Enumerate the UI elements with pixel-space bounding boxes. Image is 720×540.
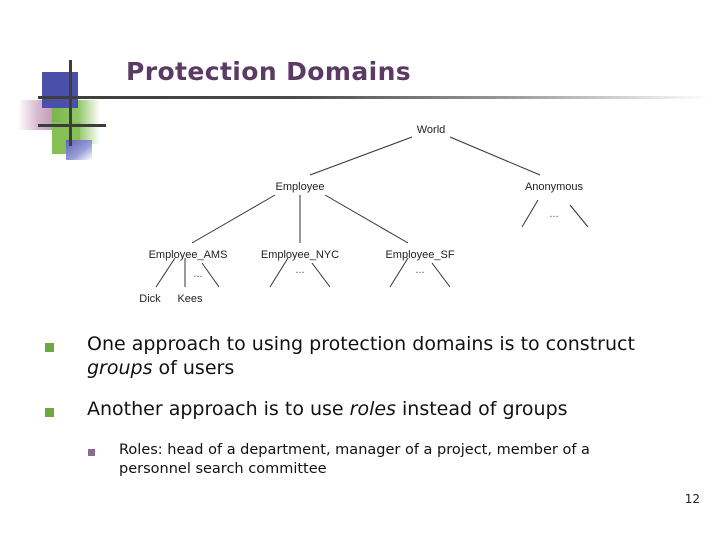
bullet-text-1-part-2: of users	[152, 357, 235, 380]
tree-ellipsis-ams: ...	[193, 268, 202, 280]
page-title: Protection Domains	[126, 57, 412, 86]
bullet-text-2-part-2: instead of groups	[395, 397, 568, 420]
tree-node-employee-ams: Employee_AMS	[149, 249, 228, 261]
tree-node-dick: Dick	[139, 293, 161, 305]
title-divider	[38, 96, 710, 99]
tree-node-kees: Kees	[177, 293, 203, 305]
tree-ellipsis-sf: ...	[415, 264, 424, 276]
logo-horizontal-line	[38, 124, 106, 127]
tree-node-employee-nyc: Employee_NYC	[261, 249, 339, 261]
edge-employee-ams	[191, 194, 276, 244]
edge-sf-child-left	[389, 257, 409, 288]
tree-node-employee-sf: Employee_SF	[385, 249, 454, 261]
bullet-text-3: Roles: head of a department, manager of …	[119, 441, 590, 477]
slide-logo-mark	[0, 28, 130, 160]
edge-employee-sf	[324, 194, 409, 244]
logo-blue-square-shape	[42, 72, 78, 108]
bullet-text-2-part-0: Another approach is to use	[87, 397, 350, 420]
edge-nyc-child-right	[311, 262, 331, 288]
protection-domain-tree-diagram: World Employee Anonymous Employee_AMS Em…	[120, 115, 720, 305]
tree-ellipsis-anonymous: ...	[549, 208, 558, 220]
bullet-text-1-part-0: One approach to using protection domains…	[87, 333, 635, 355]
list-item: Another approach is to use roles instead…	[45, 397, 720, 421]
edge-ams-dick	[155, 257, 176, 288]
tree-ellipsis-nyc: ...	[295, 264, 304, 276]
edge-world-employee	[309, 136, 413, 176]
edge-world-anonymous	[449, 136, 541, 176]
edge-anonymous-child-left	[521, 199, 539, 228]
edge-sf-child-right	[431, 262, 451, 288]
green-square-bullet-icon	[45, 343, 54, 352]
bullet-text-1: One approach to using protection domains…	[87, 332, 699, 381]
list-item: Roles: head of a department, manager of …	[88, 441, 720, 479]
purple-square-bullet-icon	[88, 448, 95, 456]
list-item: One approach to using protection domains…	[45, 332, 720, 381]
page-number: 12	[684, 492, 700, 506]
edge-ams-more	[201, 262, 220, 288]
bullet-text-2: Another approach is to use roles instead…	[87, 397, 568, 421]
bullet-text-1-emphasis: groups	[87, 357, 153, 380]
logo-blue-gradient-shape	[66, 140, 92, 160]
edge-anonymous-child-right	[569, 204, 589, 228]
tree-node-employee: Employee	[276, 181, 325, 193]
edge-nyc-child-left	[269, 257, 289, 288]
tree-node-world: World	[417, 124, 446, 136]
bullet-text-2-emphasis: roles	[349, 397, 396, 420]
green-square-bullet-icon	[45, 407, 54, 417]
logo-vertical-line	[69, 60, 72, 146]
slide-body: One approach to using protection domains…	[0, 318, 720, 479]
tree-node-anonymous: Anonymous	[525, 181, 584, 193]
